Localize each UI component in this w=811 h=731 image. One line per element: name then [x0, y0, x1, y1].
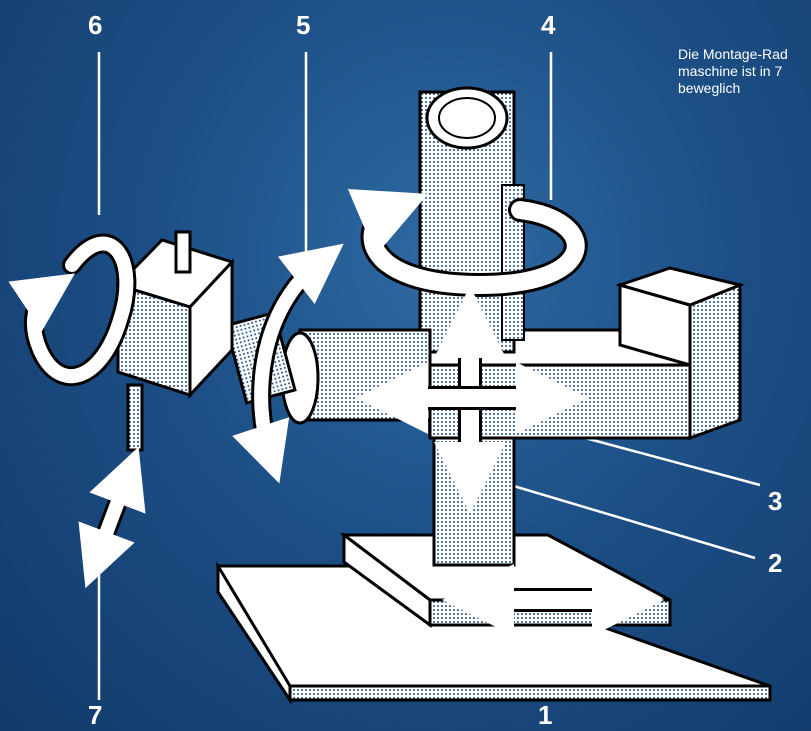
- axis-label-4: 4: [541, 10, 556, 40]
- axis-label-7: 7: [88, 700, 103, 730]
- tool-head: [115, 230, 235, 452]
- caption-line-2: maschine ist in 7: [678, 63, 783, 79]
- caption: Die Montage-Rad maschine ist in 7 bewegl…: [678, 46, 811, 97]
- axis-label-2: 2: [768, 548, 783, 578]
- leader-line-2: [486, 476, 756, 560]
- caption-line-3: beweglich: [678, 80, 741, 96]
- axis-label-3: 3: [768, 486, 783, 516]
- motion-arrows: [8, 189, 664, 636]
- axis-label-5: 5: [296, 10, 311, 40]
- axis-label-1: 1: [538, 700, 553, 730]
- axis-label-6: 6: [88, 10, 103, 40]
- caption-line-1: Die Montage-Rad: [678, 46, 788, 62]
